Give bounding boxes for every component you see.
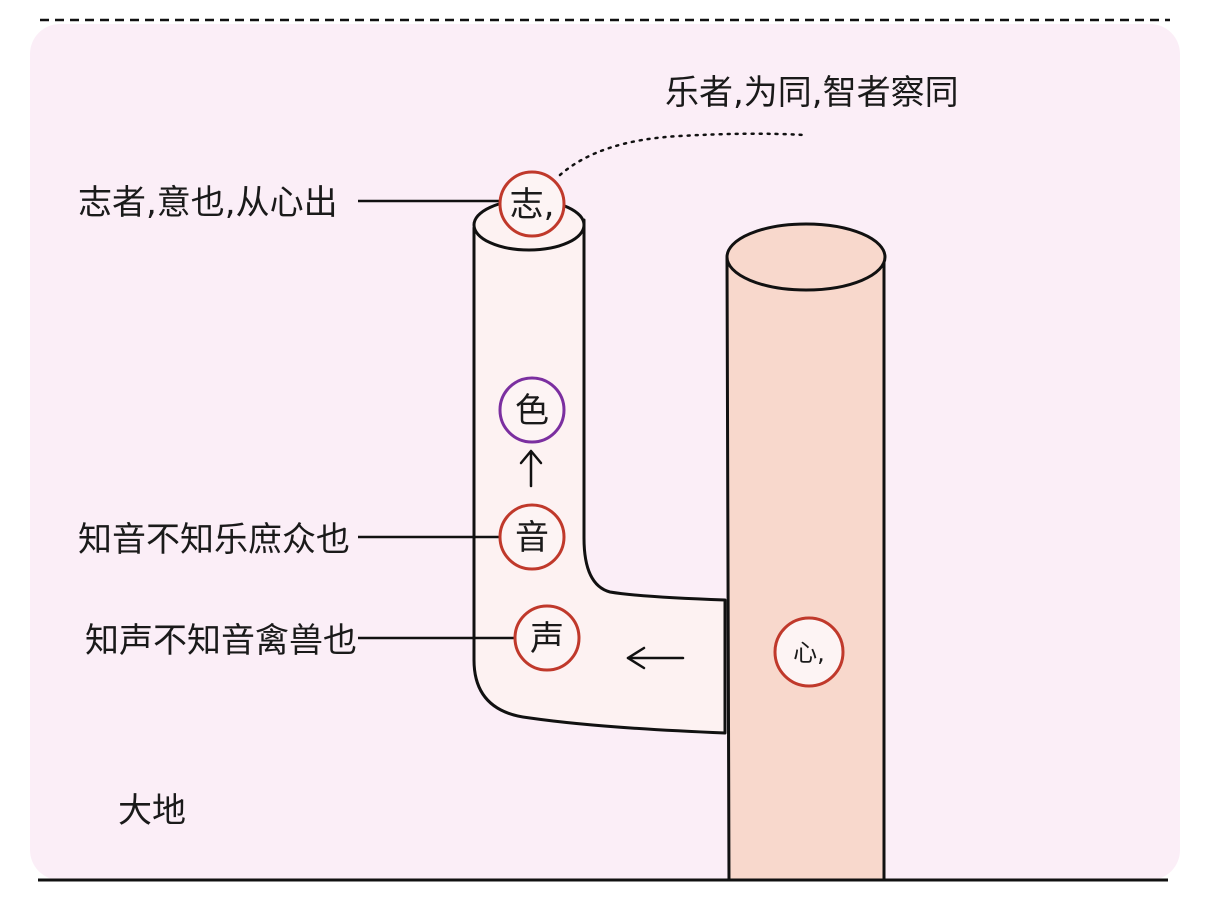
node-zhi-text: 志, <box>510 185 555 225</box>
label-sheng: 知声不知音禽兽也 <box>85 621 357 661</box>
label-zhi: 志者,意也,从心出 <box>78 183 338 223</box>
node-se-text: 色 <box>515 391 549 431</box>
node-xin: 心, <box>773 616 845 688</box>
background-wash <box>30 24 1180 880</box>
sound-tube <box>472 218 727 735</box>
node-sheng-text: 声 <box>530 619 564 659</box>
node-xin-text: 心, <box>793 639 825 667</box>
node-sheng: 声 <box>513 604 581 672</box>
node-yin-text: 音 <box>515 518 549 558</box>
arrow-left-icon <box>626 646 685 670</box>
node-zhi: 志, <box>498 170 566 238</box>
top-quote: 乐者,为同,智者察同 <box>665 73 959 113</box>
heart-pillar <box>725 253 886 882</box>
heart-pillar-top <box>725 222 887 292</box>
node-se: 色 <box>498 376 566 444</box>
node-yin: 音 <box>498 503 566 571</box>
dotted-connector <box>558 132 807 177</box>
label-earth: 大地 <box>118 791 186 831</box>
label-yin: 知音不知乐庶众也 <box>78 520 350 560</box>
arrow-up-icon <box>519 449 543 488</box>
